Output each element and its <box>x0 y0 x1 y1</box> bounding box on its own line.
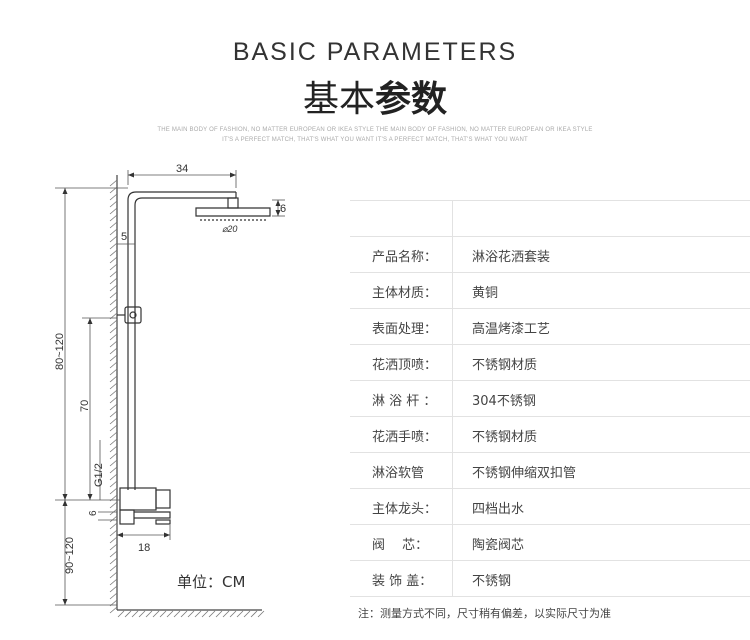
dim-total-height: 80~120 <box>54 333 66 370</box>
table-row: 主体龙头： 四档出水 <box>350 489 750 525</box>
table-row: 阀 芯： 陶瓷阀芯 <box>350 525 750 561</box>
param-label: 产品名称： <box>372 250 438 265</box>
param-label: 花洒顶喷： <box>372 358 438 373</box>
param-value: 黄铜 <box>472 286 499 301</box>
shower-dimension-diagram: 34 6 ⌀20 5 80~120 70 G1/2 6 90~120 18 <box>54 163 286 618</box>
param-value: 不锈钢 <box>472 574 512 589</box>
param-label: 花洒手喷： <box>372 430 438 445</box>
table-row <box>350 200 750 237</box>
dim-mixer-height: 90~120 <box>64 537 76 574</box>
dimension-arrows <box>62 172 281 605</box>
dim-spout-length: 18 <box>138 542 150 554</box>
table-row: 淋 浴 杆 ： 304不锈钢 <box>350 381 750 417</box>
param-label: 淋 浴 杆 ： <box>372 394 437 409</box>
table-row: 淋浴软管 不锈钢伸缩双扣管 <box>350 453 750 489</box>
column-divider <box>452 525 453 560</box>
dim-thread: G1/2 <box>93 463 105 487</box>
param-label: 主体龙头： <box>372 502 438 517</box>
param-value: 淋浴花洒套装 <box>472 250 551 265</box>
shower-riser <box>117 191 271 525</box>
param-label: 装 饰 盖： <box>372 574 433 589</box>
column-divider <box>452 309 453 344</box>
param-label: 表面处理： <box>372 322 438 337</box>
column-divider <box>452 453 453 488</box>
param-label: 主体材质： <box>372 286 438 301</box>
title-english: BASIC PARAMETERS <box>232 38 518 66</box>
dim-slide-height: 70 <box>79 400 91 412</box>
floor <box>117 610 265 618</box>
dim-head-thickness: 6 <box>280 203 286 215</box>
table-row: 表面处理： 高温烤漆工艺 <box>350 309 750 345</box>
title-chinese-light: 基本 <box>302 79 375 120</box>
column-divider <box>452 345 453 380</box>
column-divider <box>452 273 453 308</box>
param-value: 不锈钢材质 <box>472 358 538 373</box>
column-divider <box>452 237 453 272</box>
table-row: 花洒顶喷： 不锈钢材质 <box>350 345 750 381</box>
parameters-table: 产品名称：淋浴花洒套装主体材质：黄铜表面处理：高温烤漆工艺花洒顶喷：不锈钢材质淋… <box>350 200 750 597</box>
param-value: 陶瓷阀芯 <box>472 538 525 553</box>
table-row: 产品名称： 淋浴花洒套装 <box>350 237 750 273</box>
param-label: 阀 芯： <box>372 538 429 553</box>
dim-head-diameter: ⌀20 <box>222 224 237 234</box>
table-row: 花洒手喷： 不锈钢材质 <box>350 417 750 453</box>
table-row: 装 饰 盖： 不锈钢 <box>350 561 750 597</box>
tagline-line-2: IT'S A PERFECT MATCH, THAT'S WHAT YOU WA… <box>222 137 528 143</box>
param-value: 四档出水 <box>472 502 525 517</box>
column-divider <box>452 381 453 416</box>
param-value: 高温烤漆工艺 <box>472 322 551 337</box>
param-value: 不锈钢材质 <box>472 430 538 445</box>
param-label: 淋浴软管 <box>372 466 425 481</box>
dim-wall-offset: 5 <box>121 231 127 243</box>
column-divider <box>452 561 453 596</box>
column-divider <box>452 489 453 524</box>
tagline-line-1: THE MAIN BODY OF FASHION, NO MATTER EURO… <box>157 127 593 133</box>
dim-top-arm: 34 <box>176 163 188 175</box>
param-value: 304不锈钢 <box>472 394 536 409</box>
measurement-note: 注：测量方式不同，尺寸稍有偏差，以实际尺寸为准 <box>358 607 611 620</box>
title-chinese: 基本参数 <box>0 70 750 122</box>
column-divider <box>452 201 453 236</box>
wall <box>109 175 262 614</box>
dimension-lines <box>55 170 285 606</box>
dim-spout-gap: 6 <box>88 510 99 516</box>
title-chinese-bold: 参数 <box>375 79 448 120</box>
table-row: 主体材质： 黄铜 <box>350 273 750 309</box>
column-divider <box>452 417 453 452</box>
unit-label: 单位：CM <box>177 573 246 591</box>
param-value: 不锈钢伸缩双扣管 <box>472 466 577 481</box>
